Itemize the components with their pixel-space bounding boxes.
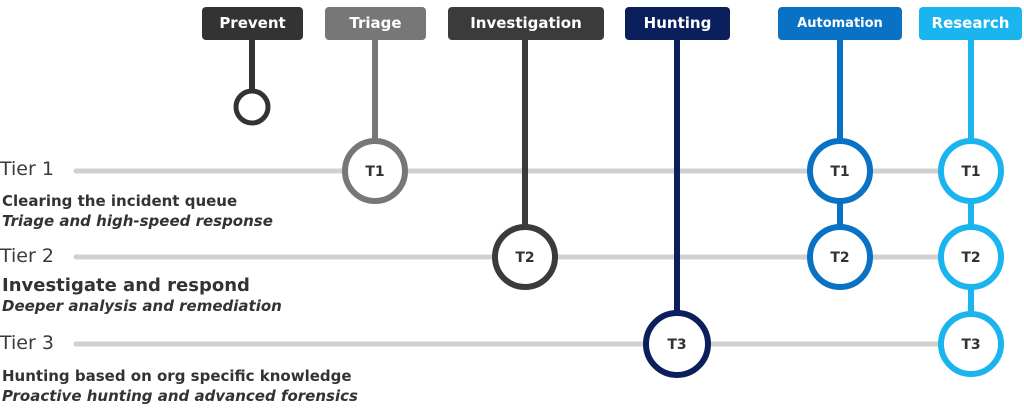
research-node-t1 bbox=[938, 138, 1004, 204]
tier-1-title: Clearing the incident queue bbox=[2, 192, 238, 210]
research-node-t1-label: T1 bbox=[961, 164, 980, 180]
column-tag-prevent: Prevent bbox=[202, 7, 303, 40]
triage-node-t1-label: T1 bbox=[365, 164, 384, 180]
automation-node-t1-label: T1 bbox=[830, 164, 849, 180]
investigation-node-t2-label: T2 bbox=[515, 250, 534, 266]
tier-1-subtitle: Triage and high-speed response bbox=[2, 212, 273, 230]
tier-2-title: Investigate and respond bbox=[2, 275, 250, 296]
triage-node-t1 bbox=[342, 138, 408, 204]
tier-3-subtitle: Proactive hunting and advanced forensics bbox=[2, 387, 358, 405]
automation-node-t1 bbox=[807, 138, 873, 204]
column-tag-hunting: Hunting bbox=[625, 7, 730, 40]
investigation-node-t2 bbox=[492, 224, 558, 290]
hunting-node-t3-label: T3 bbox=[667, 337, 686, 353]
tier-1-label: Tier 1 bbox=[0, 158, 54, 180]
tier-2-label: Tier 2 bbox=[0, 245, 54, 267]
research-node-t3 bbox=[938, 311, 1004, 377]
research-node-t2 bbox=[938, 224, 1004, 290]
automation-node-t2-label: T2 bbox=[830, 250, 849, 266]
research-node-t2-label: T2 bbox=[961, 250, 980, 266]
tier-3-label: Tier 3 bbox=[0, 332, 54, 354]
prevent-end-circle bbox=[233, 88, 271, 126]
column-tag-investigation: Investigation bbox=[448, 7, 604, 40]
automation-node-t2 bbox=[807, 224, 873, 290]
tier-2-subtitle: Deeper analysis and remediation bbox=[2, 297, 282, 315]
column-tag-research: Research bbox=[919, 7, 1022, 40]
column-tag-triage: Triage bbox=[325, 7, 426, 40]
column-tag-automation: Automation bbox=[778, 7, 902, 40]
tier-3-title: Hunting based on org specific knowledge bbox=[2, 367, 352, 385]
research-node-t3-label: T3 bbox=[961, 337, 980, 353]
hunting-node-t3 bbox=[643, 310, 711, 378]
